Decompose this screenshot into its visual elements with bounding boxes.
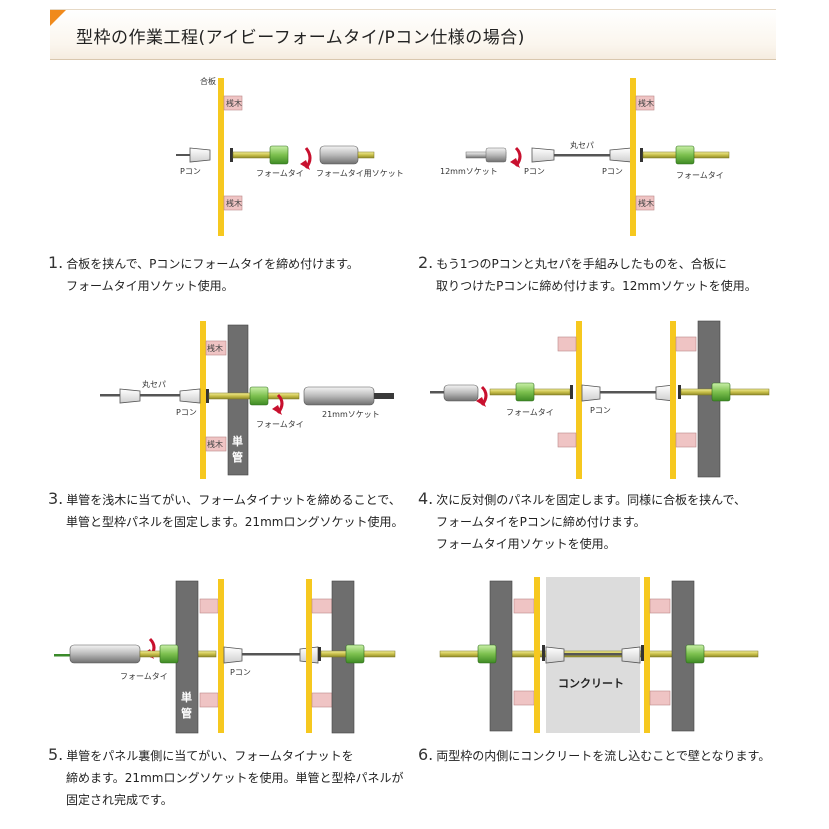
round-separator [564, 653, 622, 656]
round-separator [554, 154, 610, 157]
step-4-caption: 4.次に反対側のパネルを固定します。同様に合板を挟んで、 フォームタイをPコンに… [418, 489, 746, 551]
label-tankan-1: 単 [181, 690, 192, 704]
p-cone [189, 147, 211, 163]
label-formtie: フォームタイ [676, 171, 724, 180]
diagram-step-1: 合板 桟木 桟木 Pコン フォームタイ フォームタイ用ソケット [160, 70, 420, 240]
form-tie-nut [675, 145, 695, 165]
label-pcon: Pコン [230, 668, 251, 677]
header-corner-accent [50, 10, 66, 26]
p-cone-left [545, 646, 565, 664]
label-pcon-right: Pコン [602, 167, 623, 176]
plywood-left [576, 321, 582, 479]
label-pcon: Pコン [590, 406, 611, 415]
label-pcon: Pコン [176, 408, 197, 417]
form-tie-nut-right [685, 644, 705, 664]
form-tie-nut-left [515, 382, 535, 402]
batten-bottom [223, 195, 243, 211]
p-cone-left [531, 147, 555, 163]
label-concrete: コンクリート [558, 677, 624, 690]
form-tie-nut [249, 386, 269, 406]
step-3-caption: 3.単管を浅木に当てがい、フォームタイナットを締めることで、 単管と型枠パネルを… [48, 489, 404, 529]
label-socket21: 21mmソケット [322, 410, 380, 419]
form-tie-nut-right [711, 382, 731, 402]
form-tie-nut-right [345, 644, 365, 664]
form-tie-nut-left [159, 644, 179, 664]
plywood [218, 78, 224, 236]
label-pcon: Pコン [180, 167, 201, 176]
socket-21mm [69, 644, 141, 664]
round-separator [242, 653, 300, 656]
plywood [200, 321, 206, 479]
socket-21mm [303, 386, 375, 406]
socket [319, 145, 359, 165]
p-cone-right [621, 646, 641, 664]
p-cone-outer [119, 388, 141, 404]
label-maruseba: 丸セパ [142, 379, 166, 389]
plywood [630, 78, 636, 236]
label-tankan-2: 管 [232, 450, 243, 464]
label-sanki-top: 桟木 [207, 343, 223, 353]
diagram-step-2: 12mmソケット Pコン 丸セパ Pコン 桟木 桟木 フォームタイ [430, 70, 750, 240]
step-1-caption: 1.合板を挟んで、Pコンにフォームタイを締め付けます。 フォームタイ用ソケット使… [48, 253, 359, 293]
step-5-caption: 5.単管をパネル裏側に当てがい、フォームタイナットを 締めます。21mmロングソ… [48, 745, 404, 807]
form-tie-nut-left [477, 644, 497, 664]
p-cone-left [581, 384, 601, 402]
p-cone-right [609, 147, 633, 163]
label-formtie: フォームタイ [256, 169, 304, 178]
label-formtie: フォームタイ [256, 420, 304, 429]
label-formtie: フォームタイ [120, 672, 168, 681]
plywood-right [644, 577, 650, 733]
label-sanki-top: 桟木 [226, 98, 242, 108]
plywood-left [534, 577, 540, 733]
label-formtie: フォームタイ [506, 408, 554, 417]
section-header: 型枠の作業工程(アイビーフォームタイ/Pコン仕様の場合) [50, 9, 776, 60]
p-cone-inner [179, 388, 201, 404]
round-separator [600, 391, 656, 394]
page-title: 型枠の作業工程(アイビーフォームタイ/Pコン仕様の場合) [76, 28, 525, 48]
plywood-right [670, 321, 676, 479]
label-sanki-bottom: 桟木 [638, 198, 654, 208]
label-tankan-1: 単 [232, 434, 243, 448]
label-sanki-bottom: 桟木 [226, 198, 242, 208]
label-goban: 合板 [200, 76, 216, 86]
diagram-step-5: フォームタイ 単 管 Pコン [40, 575, 410, 735]
diagram-step-4: フォームタイ Pコン [420, 315, 780, 480]
label-sanki-bottom: 桟木 [207, 439, 223, 449]
label-maruseba: 丸セパ [570, 140, 594, 150]
label-formtie-socket: フォームタイ用ソケット [316, 169, 404, 178]
plywood-right [306, 579, 312, 733]
form-tie-nut [269, 145, 289, 165]
label-pcon-left: Pコン [524, 167, 545, 176]
label-socket12: 12mmソケット [440, 167, 498, 176]
steel-pipe [227, 324, 249, 476]
step-2-caption: 2.もう1つのPコンと丸セパを手組みしたものを、合板に 取りつけたPコンに締め付… [418, 253, 757, 293]
label-sanki-top: 桟木 [638, 98, 654, 108]
plywood-left [218, 579, 224, 733]
diagram-step-3: 桟木 桟木 単 管 丸セパ Pコン フォームタイ 21mmソケット [90, 315, 410, 480]
p-cone-left [223, 646, 243, 664]
label-tankan-2: 管 [181, 706, 192, 720]
diagram-step-6: コンクリート [430, 575, 770, 735]
socket [443, 384, 479, 402]
step-6-caption: 6.両型枠の内側にコンクリートを流し込むことで壁となります。 [418, 745, 771, 764]
batten-top [223, 95, 243, 111]
round-separator [140, 394, 180, 397]
